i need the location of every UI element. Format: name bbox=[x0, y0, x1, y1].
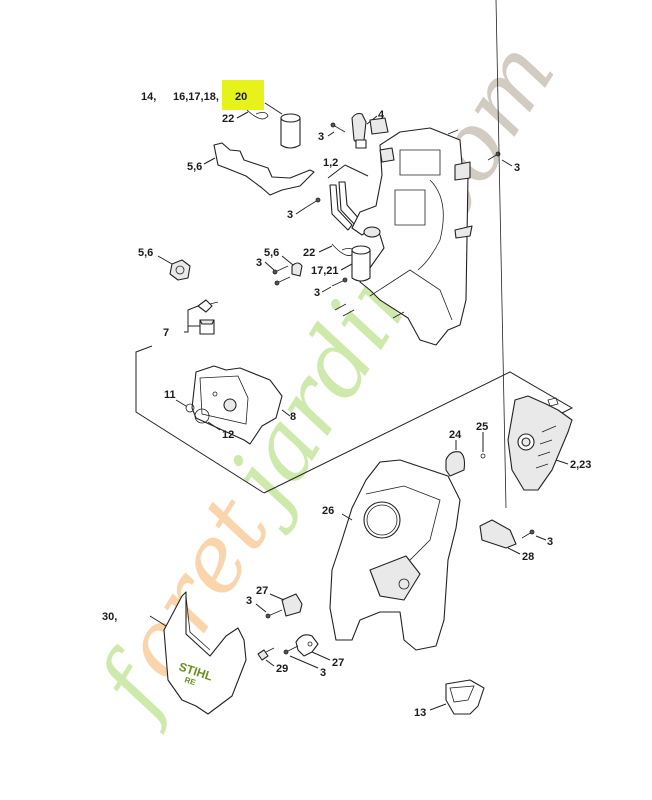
part-27-block-a[interactable] bbox=[281, 593, 303, 617]
label-25: 25 bbox=[476, 421, 488, 433]
part-20-cylinder[interactable] bbox=[264, 102, 301, 149]
label-3-i: 3 bbox=[320, 667, 326, 679]
stihl-logo-sub: RE bbox=[183, 675, 197, 687]
part-27-clip-b[interactable] bbox=[295, 634, 319, 657]
label-5-6-a: 5,6 bbox=[187, 161, 202, 173]
screw-3-a[interactable] bbox=[330, 122, 346, 133]
watermark: f oret jardin .com bbox=[75, 23, 576, 736]
label-14: 14, bbox=[141, 91, 156, 103]
label-12: 12 bbox=[222, 429, 234, 441]
screw-3-h[interactable] bbox=[265, 609, 283, 619]
part-7-valve[interactable] bbox=[197, 299, 219, 335]
label-13: 13 bbox=[414, 707, 426, 719]
part-26-shroud[interactable] bbox=[329, 459, 461, 651]
screw-3-d-1[interactable] bbox=[272, 265, 289, 275]
label-5-6-c: 5,6 bbox=[264, 247, 279, 259]
part-8-air-box[interactable] bbox=[191, 365, 283, 445]
label-11: 11 bbox=[164, 389, 176, 401]
part-22-clip-top[interactable] bbox=[236, 109, 269, 120]
label-4: 4 bbox=[378, 109, 385, 121]
label-27-a: 27 bbox=[256, 585, 268, 597]
label-3-h: 3 bbox=[246, 595, 252, 607]
label-30: 30, bbox=[102, 611, 117, 623]
label-3-g: 3 bbox=[547, 536, 553, 548]
part-13-cup[interactable] bbox=[445, 679, 485, 715]
group-outline-left bbox=[135, 345, 265, 494]
label-8: 8 bbox=[290, 411, 296, 423]
screw-3-28-top[interactable] bbox=[495, 0, 507, 509]
label-28: 28 bbox=[522, 551, 534, 563]
part-28-bracket[interactable] bbox=[479, 519, 517, 549]
label-2-23: 2,23 bbox=[570, 459, 591, 471]
label-22-mid: 22 bbox=[303, 247, 315, 259]
label-3-d: 3 bbox=[256, 257, 262, 269]
part-main-frame[interactable] bbox=[351, 117, 473, 346]
part-5-6-shim[interactable] bbox=[213, 142, 315, 196]
label-27-b: 27 bbox=[332, 657, 344, 669]
screw-3-g[interactable] bbox=[521, 529, 535, 539]
screw-3-f-2[interactable] bbox=[342, 309, 355, 317]
part-24-knob[interactable] bbox=[445, 451, 466, 477]
label-22-top: 22 bbox=[222, 113, 234, 125]
label-5-6-b: 5,6 bbox=[138, 247, 153, 259]
screw-3-f-3[interactable] bbox=[392, 311, 405, 319]
label-3-c: 3 bbox=[514, 162, 520, 174]
part-30-front-cover[interactable]: STIHL RE bbox=[163, 591, 247, 715]
part-2-23-side-cover[interactable] bbox=[507, 395, 573, 491]
label-17-21: 17,21 bbox=[311, 265, 339, 277]
label-3-b: 3 bbox=[287, 209, 293, 221]
label-7: 7 bbox=[163, 327, 169, 339]
label-16-17-18: 16,17,18, bbox=[173, 91, 219, 103]
part-5-6-nut[interactable] bbox=[169, 259, 191, 281]
screw-3-i[interactable] bbox=[283, 645, 299, 655]
label-1-2: 1,2 bbox=[323, 157, 338, 169]
part-29-clip[interactable] bbox=[257, 647, 275, 661]
screw-3-d-2[interactable] bbox=[274, 276, 291, 286]
label-26: 26 bbox=[322, 505, 334, 517]
screw-3-frame-top[interactable] bbox=[447, 129, 459, 135]
label-3-e: 3 bbox=[314, 287, 320, 299]
highlight-box bbox=[222, 80, 264, 110]
label-24: 24 bbox=[449, 429, 462, 441]
label-3-a: 3 bbox=[318, 131, 324, 143]
part-5-6-clamp[interactable] bbox=[291, 262, 303, 277]
part-12-seal-ring[interactable] bbox=[194, 408, 210, 424]
part-4-latch[interactable] bbox=[351, 112, 367, 149]
part-17-21-cylinder[interactable] bbox=[351, 245, 371, 282]
screw-3-e[interactable] bbox=[331, 277, 348, 287]
label-20-highlighted[interactable]: 20 bbox=[235, 91, 247, 103]
label-29: 29 bbox=[276, 663, 288, 675]
part-25-pin[interactable] bbox=[480, 453, 486, 459]
part-11-o-ring[interactable] bbox=[185, 403, 195, 413]
screw-3-f-1[interactable] bbox=[334, 303, 347, 311]
group-outline-right bbox=[263, 371, 574, 494]
screw-3-b[interactable] bbox=[304, 197, 321, 209]
